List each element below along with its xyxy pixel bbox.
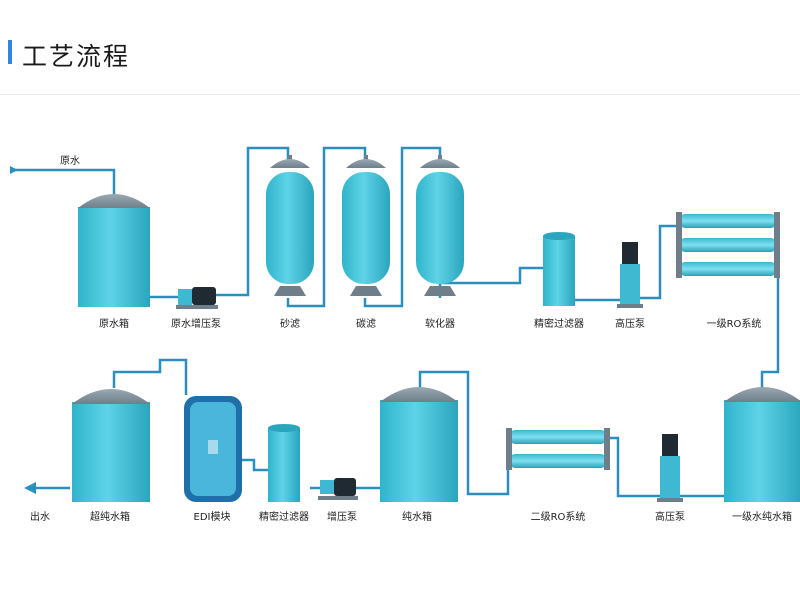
ro1-system <box>676 212 780 278</box>
label-precision-filter-1: 精密过滤器 <box>534 317 584 330</box>
label-ultra-pure-tank: 超纯水箱 <box>90 510 130 523</box>
header-divider <box>0 94 800 95</box>
label-ro2-system: 二级RO系统 <box>531 510 586 523</box>
label-softener: 软化器 <box>425 317 455 330</box>
header: 工艺流程 <box>0 0 800 95</box>
carbon-filter <box>342 155 390 296</box>
label-precision-filter-2: 精密过滤器 <box>259 510 309 523</box>
softener <box>416 155 464 296</box>
arrow-in-icon <box>10 166 18 174</box>
pure-water-tank <box>380 387 458 502</box>
title-accent-bar <box>8 40 12 64</box>
pipe-edi-to-ultratank <box>112 358 188 395</box>
label-water-out: 出水 <box>30 510 50 523</box>
precision-filter-2 <box>268 424 300 502</box>
pipe-hp2-to-ro2 <box>608 436 660 498</box>
label-raw-booster-pump: 原水增压泵 <box>171 317 221 330</box>
ro1-pure-water-tank <box>724 387 800 502</box>
hp-pump-1 <box>617 242 643 308</box>
pipe-filter2-to-edi <box>242 458 268 472</box>
ro2-system <box>506 428 610 470</box>
label-hp-pump-2: 高压泵 <box>655 510 685 523</box>
ultra-pure-tank <box>72 389 150 502</box>
sand-filter <box>266 155 314 296</box>
pipe-carbon-to-softener <box>363 146 442 308</box>
pipe-raw-in <box>14 168 116 195</box>
booster-pump <box>318 478 358 500</box>
label-carbon-filter: 碳滤 <box>356 317 376 330</box>
label-ro1-pure-water-tank: 一级水纯水箱 <box>732 510 792 523</box>
pipe-hp1-to-ro1 <box>640 224 680 300</box>
label-ro1-system: 一级RO系统 <box>707 317 762 330</box>
pipe-booster-to-sand <box>216 146 290 297</box>
page-title: 工艺流程 <box>22 42 131 71</box>
label-raw-water-tank: 原水箱 <box>99 317 129 330</box>
raw-water-tank <box>78 194 150 307</box>
pipe-ro2-to-puretank <box>418 370 510 496</box>
pipe-ro1-to-tank <box>760 228 780 388</box>
label-edi-module: EDI模块 <box>194 511 231 523</box>
hp-pump-2 <box>657 434 683 502</box>
edi-module <box>184 396 242 502</box>
label-sand-filter: 砂滤 <box>280 317 300 330</box>
pipe-sand-to-carbon <box>286 146 367 308</box>
precision-filter-1 <box>543 232 575 306</box>
raw-booster-pump <box>176 287 218 309</box>
arrow-out-icon <box>24 482 36 494</box>
label-raw-water-in: 原水 <box>60 155 80 167</box>
label-pure-water-tank: 纯水箱 <box>402 510 432 523</box>
label-hp-pump-1: 高压泵 <box>615 317 645 330</box>
label-booster-pump: 增压泵 <box>327 510 357 523</box>
